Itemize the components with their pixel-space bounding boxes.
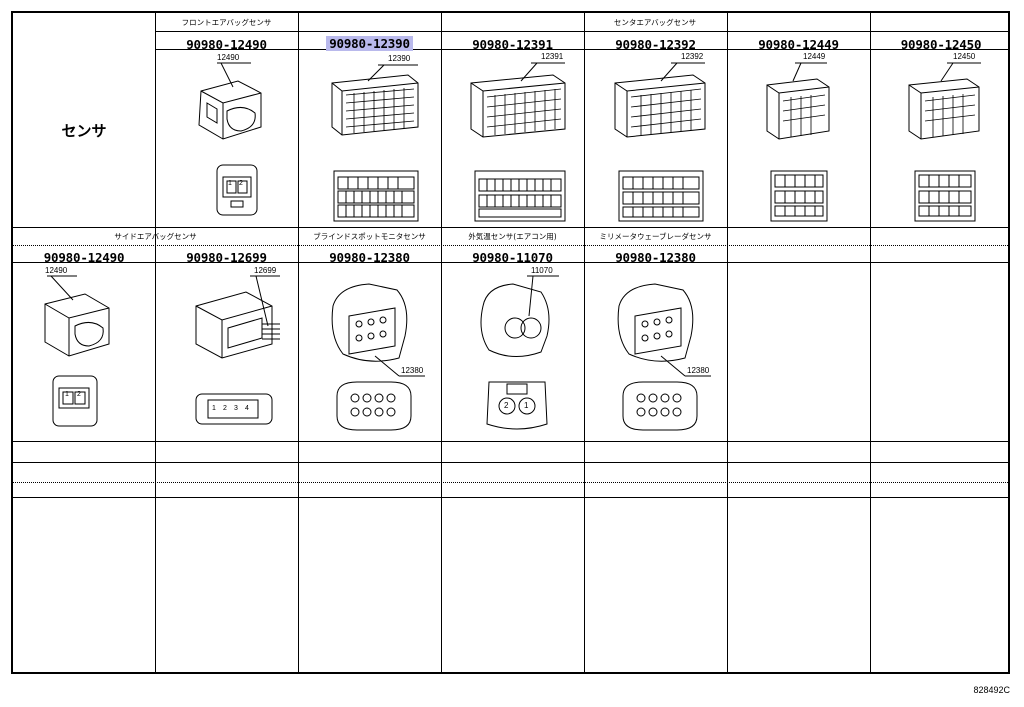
column-divider [870, 13, 871, 672]
callout-label: 12490 [45, 266, 68, 275]
column-divider [441, 13, 442, 672]
part-number[interactable]: 90980-12380 [329, 250, 410, 265]
callout-label: 12392 [681, 52, 704, 61]
connector-drawing-12392: 12392 [605, 51, 715, 223]
row-divider [13, 462, 1008, 463]
callout-label: 12390 [388, 54, 411, 63]
part-number[interactable]: 90980-12392 [615, 37, 696, 52]
callout-label: 12391 [541, 52, 564, 61]
group-header-front: フロントエアバッグセンサ [181, 18, 272, 27]
part-number-selected[interactable]: 90980-12390 [326, 36, 413, 51]
part-number[interactable]: 90980-11070 [472, 250, 553, 265]
connector-drawing-12699: 12699 1 2 3 4 [176, 266, 286, 436]
group-header-ambient: 外気温センサ(エアコン用) [468, 232, 557, 241]
pin-label: 3 [234, 405, 238, 412]
part-number-cell[interactable]: 90980-12380 [298, 247, 441, 266]
pin-label: 2 [239, 180, 243, 187]
pin-label: 1 [65, 391, 69, 398]
group-header-millimeter: ミリメータウェーブレーダセンサ [599, 232, 712, 241]
part-number-cell[interactable]: 90980-12490 [155, 34, 298, 53]
part-number[interactable]: 90980-12490 [186, 37, 267, 52]
part-number-cell[interactable]: 90980-12390 [298, 33, 441, 52]
part-number[interactable]: 90980-12391 [472, 37, 553, 52]
column-divider [155, 13, 156, 672]
group-header-side: サイドエアバッグセンサ [114, 232, 197, 241]
part-number[interactable]: 90980-12380 [615, 250, 696, 265]
connector-drawing-12390: 12390 [318, 53, 428, 223]
part-number-cell[interactable]: 90980-12391 [441, 34, 584, 53]
part-number-cell[interactable]: 90980-12490 [13, 247, 155, 266]
pin-label: 1 [228, 180, 232, 187]
connector-drawing-12450: 12450 [897, 51, 993, 223]
column-divider [298, 13, 299, 672]
connector-drawing-12490-side: 12490 1 2 [33, 266, 133, 436]
callout-label: 11070 [531, 266, 553, 275]
row-divider [155, 31, 1008, 32]
pin-label: 4 [245, 405, 249, 412]
connector-drawing-12380-blind: 12380 [319, 266, 429, 436]
part-number-cell[interactable]: 90980-12392 [584, 34, 727, 53]
part-number[interactable]: 90980-12450 [900, 37, 982, 52]
row-divider [13, 441, 1008, 442]
row-divider [155, 49, 1008, 50]
row-label: センサ [61, 122, 107, 140]
diagram-code: 828492C [973, 685, 1010, 695]
part-number-cell[interactable]: 90980-12450 [870, 34, 1012, 53]
row-divider [13, 482, 1008, 483]
pin-label: 1 [524, 401, 529, 410]
part-number-cell[interactable]: 90980-12449 [727, 34, 870, 53]
callout-label: 12449 [803, 52, 826, 61]
part-number[interactable]: 90980-12490 [43, 250, 125, 265]
column-divider [584, 13, 585, 672]
pin-label: 1 [212, 405, 216, 412]
column-divider [727, 13, 728, 672]
connector-drawing-12449: 12449 [755, 51, 845, 223]
group-header-center: センタエアバッグセンサ [613, 18, 697, 27]
group-header-blind: ブラインドスポットモニタセンサ [313, 232, 426, 241]
part-number-cell[interactable]: 90980-12380 [584, 247, 727, 266]
connector-drawing-12490: 12490 1 2 [183, 53, 283, 223]
part-number[interactable]: 90980-12449 [758, 37, 839, 52]
part-number[interactable]: 90980-12699 [186, 250, 267, 265]
connector-drawing-11070: 11070 2 1 [467, 266, 567, 436]
callout-label: 12450 [953, 52, 976, 61]
row-divider [13, 497, 1008, 498]
pin-label: 2 [77, 391, 81, 398]
callout-label: 12380 [401, 366, 424, 375]
pin-label: 2 [504, 401, 509, 410]
connector-drawing-12391: 12391 [461, 51, 571, 223]
part-number-cell[interactable]: 90980-12699 [155, 247, 298, 266]
connector-drawing-12380-mmwave: 12380 [605, 266, 715, 436]
row-divider [13, 227, 1008, 228]
row-divider [13, 245, 1008, 246]
part-number-cell[interactable]: 90980-11070 [441, 247, 584, 266]
row-divider [13, 262, 1008, 263]
callout-label: 12490 [217, 53, 240, 62]
callout-label: 12380 [687, 366, 710, 375]
pin-label: 2 [223, 405, 227, 412]
callout-label: 12699 [254, 266, 277, 275]
connector-table: センサ フロントエアバッグセンサ センタエアバッグセンサ 90980-12490… [11, 11, 1010, 674]
